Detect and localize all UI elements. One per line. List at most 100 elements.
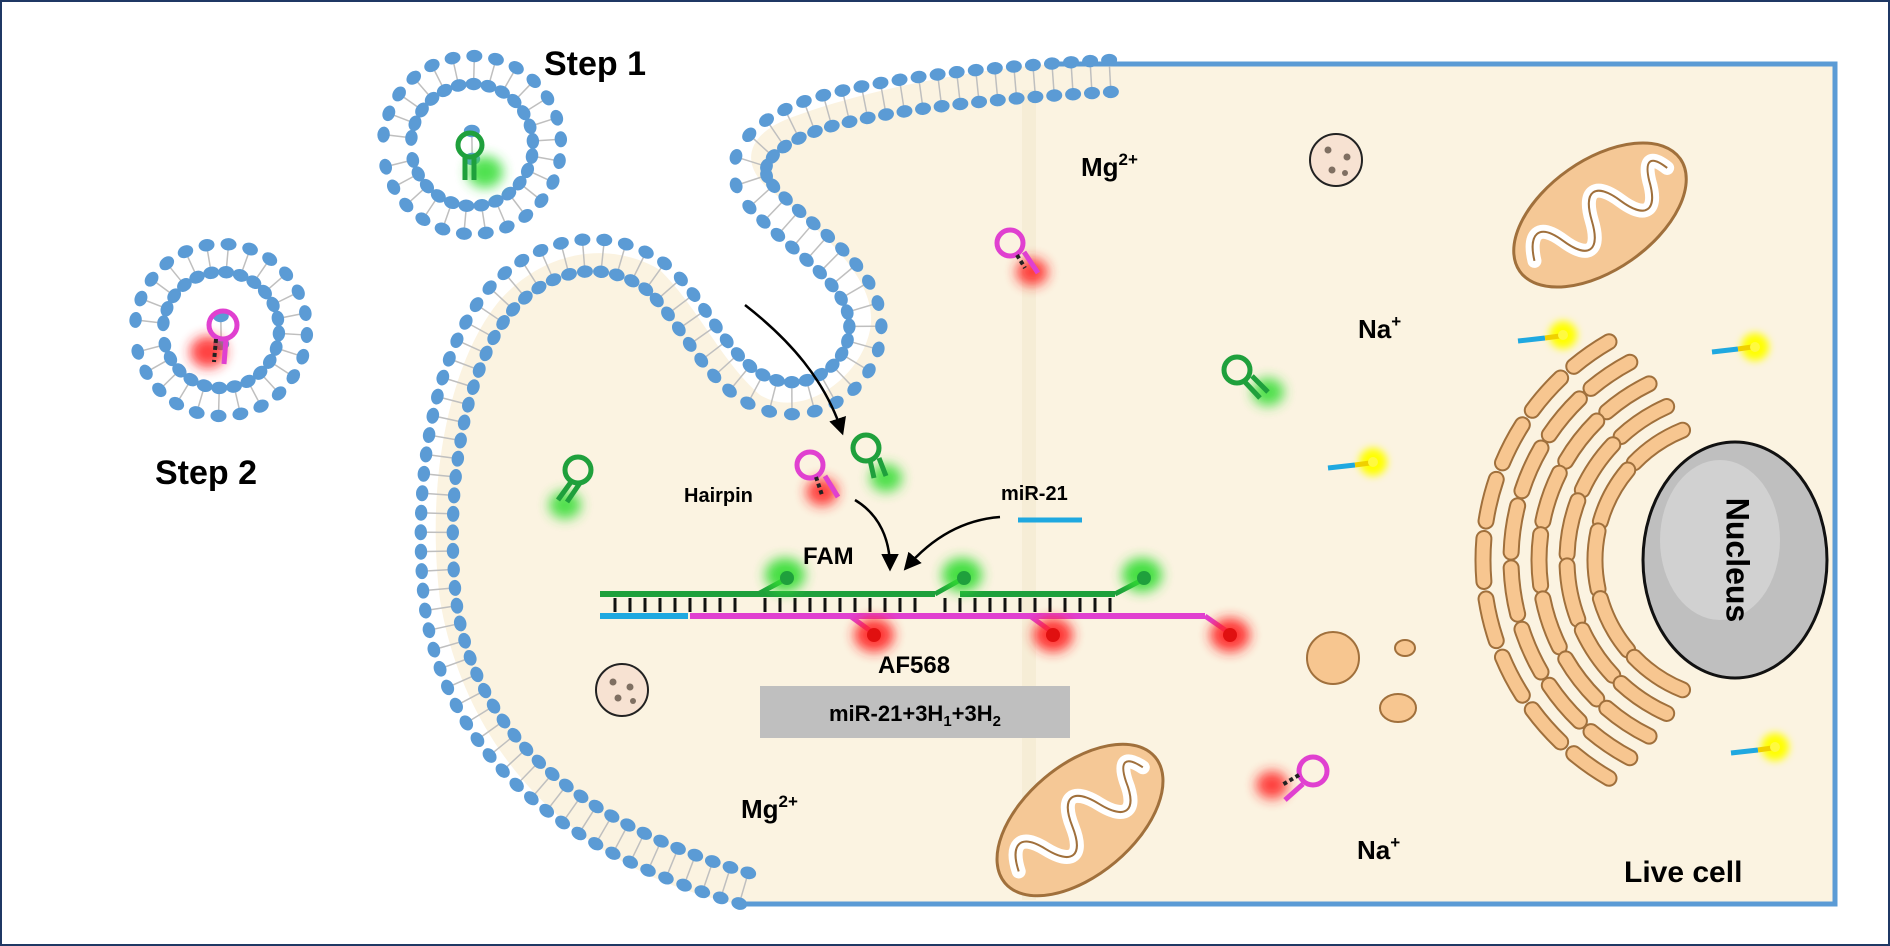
lipid-tail (786, 114, 798, 134)
lipid-head (952, 97, 969, 111)
lipid-tail (843, 96, 849, 117)
er-cisterna (1567, 335, 1616, 373)
lipid-head (405, 129, 418, 146)
lipid-head (824, 277, 839, 293)
lipid-tail (1070, 68, 1074, 89)
er-cisterna (1515, 441, 1548, 498)
lipid-head (806, 404, 823, 418)
lipid-tail (197, 391, 204, 407)
lipid-head (386, 179, 401, 195)
lipid-head (596, 233, 613, 247)
uptake-arrow (744, 304, 846, 436)
lipid-tail (534, 778, 549, 795)
fret-probe-1 (1517, 321, 1577, 349)
lipid-head (558, 778, 574, 793)
er-cisterna (1559, 652, 1604, 706)
lipid-head (1024, 58, 1041, 72)
lipid-tail (263, 376, 276, 390)
mir21-assembly-arrow (903, 515, 1001, 571)
lipid-head (1102, 85, 1119, 99)
lipid-tail (899, 85, 905, 106)
step2-label: Step 2 (155, 454, 257, 492)
lipid-head (604, 809, 620, 823)
lipid-head (862, 274, 876, 290)
fret-probe-2 (1711, 333, 1769, 361)
lipid-tail (187, 256, 196, 273)
lipid-head (496, 315, 510, 331)
step1-label: Step 1 (544, 45, 646, 83)
fret-probe-3 (1327, 448, 1387, 476)
lipid-tail (442, 397, 463, 404)
lipid-head (823, 119, 840, 133)
lipid-head (399, 197, 414, 213)
lipid-head (189, 270, 205, 284)
lipid-head (279, 266, 294, 282)
lipid-head (1082, 54, 1099, 68)
er-cisterna (1600, 377, 1656, 419)
lipid-tail (861, 92, 868, 113)
lipid-tail (225, 250, 229, 267)
lipid-tail (1089, 67, 1093, 88)
fret-probe-4 (1730, 733, 1789, 761)
lipid-head (524, 791, 539, 806)
lipid-tail (753, 138, 769, 153)
lipid-head (807, 125, 823, 138)
na-bottom-text: Na (1357, 835, 1391, 865)
lipid-head (649, 292, 664, 308)
lipid-head (553, 237, 569, 250)
mg-bottom-sup: 2+ (779, 792, 798, 811)
lipid-head (443, 196, 460, 209)
lipid-tail (1051, 69, 1055, 90)
lipid-head (653, 834, 669, 848)
lipid-head (449, 469, 462, 485)
lipid-tail (431, 605, 452, 611)
lipid-head (731, 897, 748, 910)
lipid-head (658, 871, 674, 885)
hairpin-assembly-arrow (854, 498, 899, 572)
lipid-head (242, 242, 258, 256)
lipid-head (709, 318, 723, 334)
lipid-head (487, 329, 501, 346)
lipid-head (406, 70, 422, 85)
lipid-head (458, 199, 475, 212)
lipid-tail (835, 267, 853, 282)
er-cisterna (1575, 438, 1620, 497)
lipid-head (406, 152, 420, 168)
vesicle2-hairpin (190, 308, 240, 368)
lipid-head (948, 65, 965, 79)
lipid-head (469, 297, 484, 313)
lipid-head (271, 310, 285, 327)
lipid-head (262, 252, 278, 266)
lipid-head (520, 162, 535, 179)
lipid-tail (667, 853, 677, 873)
lipid-head (446, 542, 460, 559)
mg-bottom-label: Mg2+ (741, 792, 798, 824)
lipid-head (834, 290, 848, 306)
lipid-head (422, 427, 436, 443)
lipid-tail (155, 282, 170, 293)
lipid-head (670, 841, 686, 855)
lipid-head (159, 256, 175, 271)
lipid-tail (660, 282, 677, 297)
lipid-tail (431, 454, 452, 459)
lipid-tail (463, 211, 467, 228)
lipid-tail (169, 267, 182, 281)
lipid-tail (481, 211, 486, 228)
lipid-head (266, 296, 280, 313)
lipid-head (478, 682, 492, 699)
lipid-head (933, 99, 950, 113)
lipid-head (512, 175, 527, 191)
lipid-tail (852, 304, 873, 312)
lipid-tail (600, 245, 605, 266)
lipid-head (507, 93, 522, 109)
lipid-tail (549, 789, 564, 807)
lipid-head (740, 396, 756, 410)
lipid-tail (241, 254, 249, 271)
lipid-tail (1108, 65, 1112, 87)
lipid-head (755, 368, 771, 382)
lipid-tail (1032, 70, 1036, 91)
lipid-head (553, 153, 566, 170)
lipid-head (777, 139, 792, 154)
lipid-tail (493, 291, 510, 306)
